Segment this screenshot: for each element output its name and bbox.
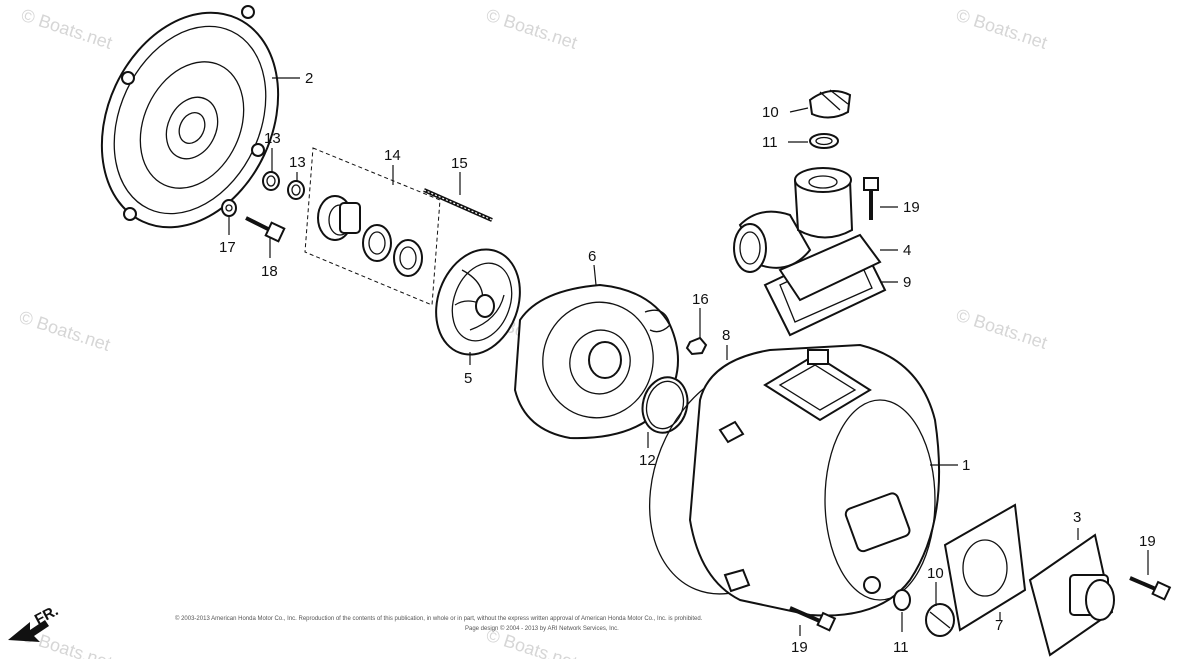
part-19-bolt-lower-left — [789, 606, 837, 632]
watermark-2: © Boats.net — [484, 5, 580, 53]
callout-6: 6 — [588, 248, 596, 265]
callout-8: 8 — [722, 327, 730, 344]
leader-lines — [228, 77, 1149, 636]
callout-2: 2 — [305, 70, 313, 87]
part-11-washer-lower — [893, 589, 911, 611]
watermark-6: © Boats.net — [954, 305, 1050, 353]
copyright-line-2: Page design © 2004 - 2013 by ARI Network… — [465, 625, 619, 632]
part-6-volute-case — [513, 283, 679, 440]
part-10-cap-top — [808, 89, 852, 119]
part-1-pump-casing — [688, 343, 941, 617]
watermark-3: © Boats.net — [954, 5, 1050, 53]
callout-11-lower: 11 — [893, 639, 909, 656]
callout-7: 7 — [995, 617, 1003, 634]
callout-4: 4 — [903, 242, 911, 259]
callout-9: 9 — [903, 274, 911, 291]
part-3-inlet-cover — [1028, 533, 1115, 657]
part-5-impeller — [435, 248, 521, 356]
part-10-cap-lower — [925, 603, 955, 637]
copyright-notice: © 2003-2013 American Honda Motor Co., In… — [175, 615, 703, 632]
callout-15: 15 — [451, 155, 468, 172]
callout-13b: 13 — [289, 154, 306, 171]
washer-17 — [221, 199, 237, 217]
part-4-discharge-elbow — [733, 167, 882, 302]
callout-3: 3 — [1073, 509, 1081, 526]
callout-13a: 13 — [264, 130, 281, 147]
callout-19-right: 19 — [1139, 533, 1156, 550]
callout-16: 16 — [692, 291, 709, 308]
part-14-mechanical-seal — [304, 147, 441, 306]
part-2-pump-cover — [100, 5, 280, 229]
callout-14: 14 — [384, 147, 401, 164]
seals-13 — [262, 171, 305, 200]
callout-11-top: 11 — [762, 134, 778, 151]
callout-10-lower: 10 — [927, 565, 944, 582]
direction-label: FR. — [32, 602, 61, 628]
watermark-1: © Boats.net — [19, 5, 115, 53]
callout-19-lower: 19 — [791, 639, 808, 656]
part-19-bolt-upper — [863, 177, 879, 220]
part-7-gasket — [943, 503, 1027, 632]
part-11-washer-top — [809, 133, 839, 149]
part-19-bolt-lower-right — [1129, 576, 1172, 601]
copyright-line-1: © 2003-2013 American Honda Motor Co., In… — [175, 615, 703, 622]
callout-numbers: 2 13 13 17 18 14 15 5 6 16 12 8 1 4 9 19… — [219, 70, 1156, 656]
callout-19-upper: 19 — [903, 199, 920, 216]
bolt-18 — [245, 216, 286, 243]
part-15-stud — [423, 188, 493, 222]
part-16-nut — [685, 336, 708, 356]
callout-1: 1 — [962, 457, 970, 474]
callout-5: 5 — [464, 370, 472, 387]
callout-17: 17 — [219, 239, 236, 256]
callout-12: 12 — [639, 452, 656, 469]
callout-10-top: 10 — [762, 104, 779, 121]
callout-18: 18 — [261, 263, 278, 280]
watermark-4: © Boats.net — [17, 307, 113, 355]
